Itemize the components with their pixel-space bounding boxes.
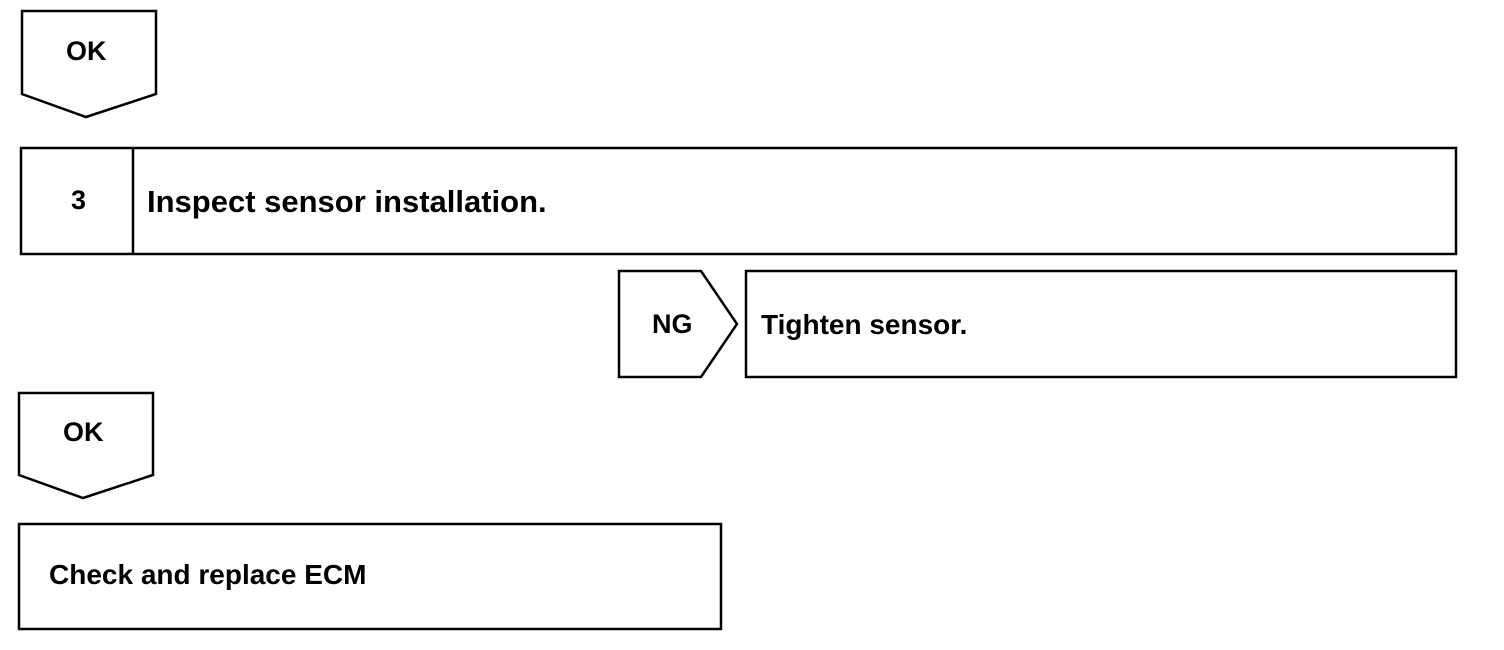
step-box — [19, 146, 1458, 256]
ng-action-box — [744, 269, 1458, 379]
ok-label-1: OK — [66, 36, 107, 66]
final-action-text: Check and replace ECM — [49, 559, 367, 590]
ng-arrow — [617, 269, 739, 379]
ok-arrow-1 — [20, 9, 158, 119]
step-number: 3 — [71, 185, 87, 215]
ok-arrow-2 — [17, 391, 155, 500]
ng-action-text: Tighten sensor. — [761, 309, 968, 340]
ok-label-2: OK — [63, 417, 104, 447]
ng-label: NG — [652, 309, 693, 339]
final-action-box — [17, 522, 723, 631]
step-title: Inspect sensor installation. — [147, 184, 547, 219]
